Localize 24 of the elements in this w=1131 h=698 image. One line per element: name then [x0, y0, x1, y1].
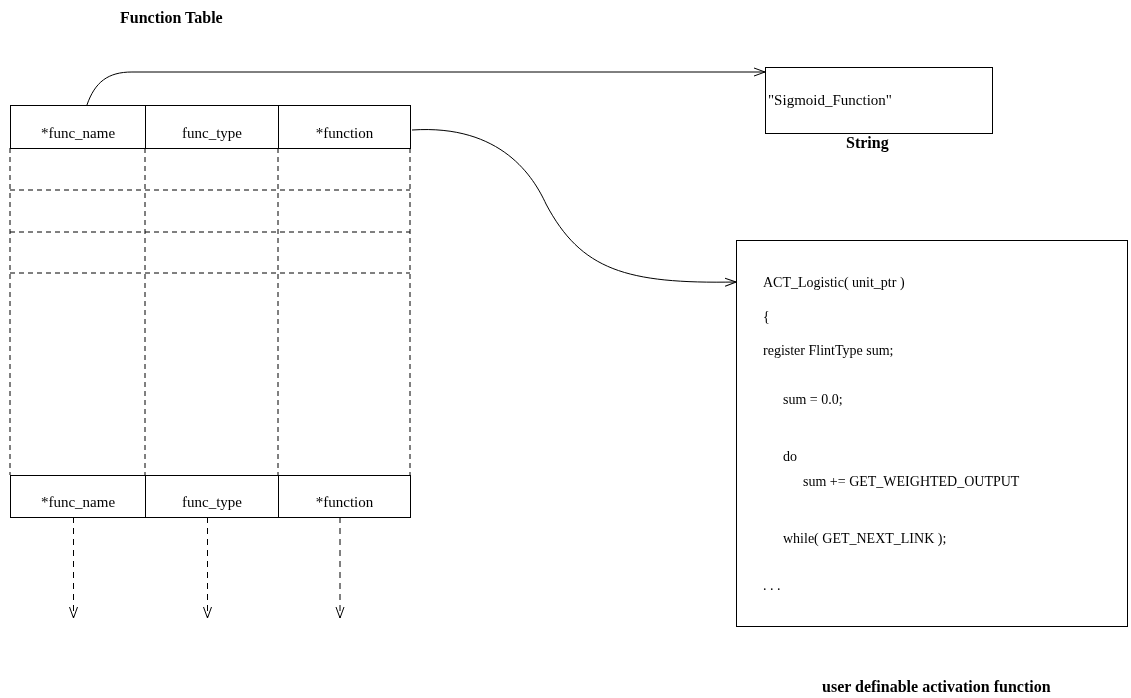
arrow — [86, 67, 766, 106]
code-box — [736, 240, 1128, 627]
code-line: do — [783, 448, 797, 466]
code-line: register FlintType sum; — [763, 342, 894, 360]
code-line: { — [763, 308, 770, 326]
box-caption: user definable activation function — [822, 677, 1051, 697]
table-cell: *func_name — [10, 475, 146, 518]
code-line: sum = 0.0; — [783, 391, 843, 409]
table-cell: *function — [278, 105, 411, 149]
table-cell: func_type — [145, 475, 279, 518]
code-line: . . . — [763, 577, 781, 595]
code-line: sum += GET_WEIGHTED_OUTPUT — [803, 473, 1020, 491]
table-cell: *function — [278, 475, 411, 518]
box-caption: String — [846, 133, 889, 154]
table-title: Function Table — [120, 8, 223, 28]
string-box: "Sigmoid_Function" — [765, 67, 993, 134]
table-cell: *func_name — [10, 105, 146, 149]
arrow — [335, 516, 345, 619]
arrow — [411, 129, 737, 287]
code-line: ACT_Logistic( unit_ptr ) — [763, 274, 905, 292]
arrow — [203, 516, 212, 619]
arrow — [69, 516, 78, 619]
code-line: while( GET_NEXT_LINK ); — [783, 530, 947, 548]
table-cell: func_type — [145, 105, 279, 149]
